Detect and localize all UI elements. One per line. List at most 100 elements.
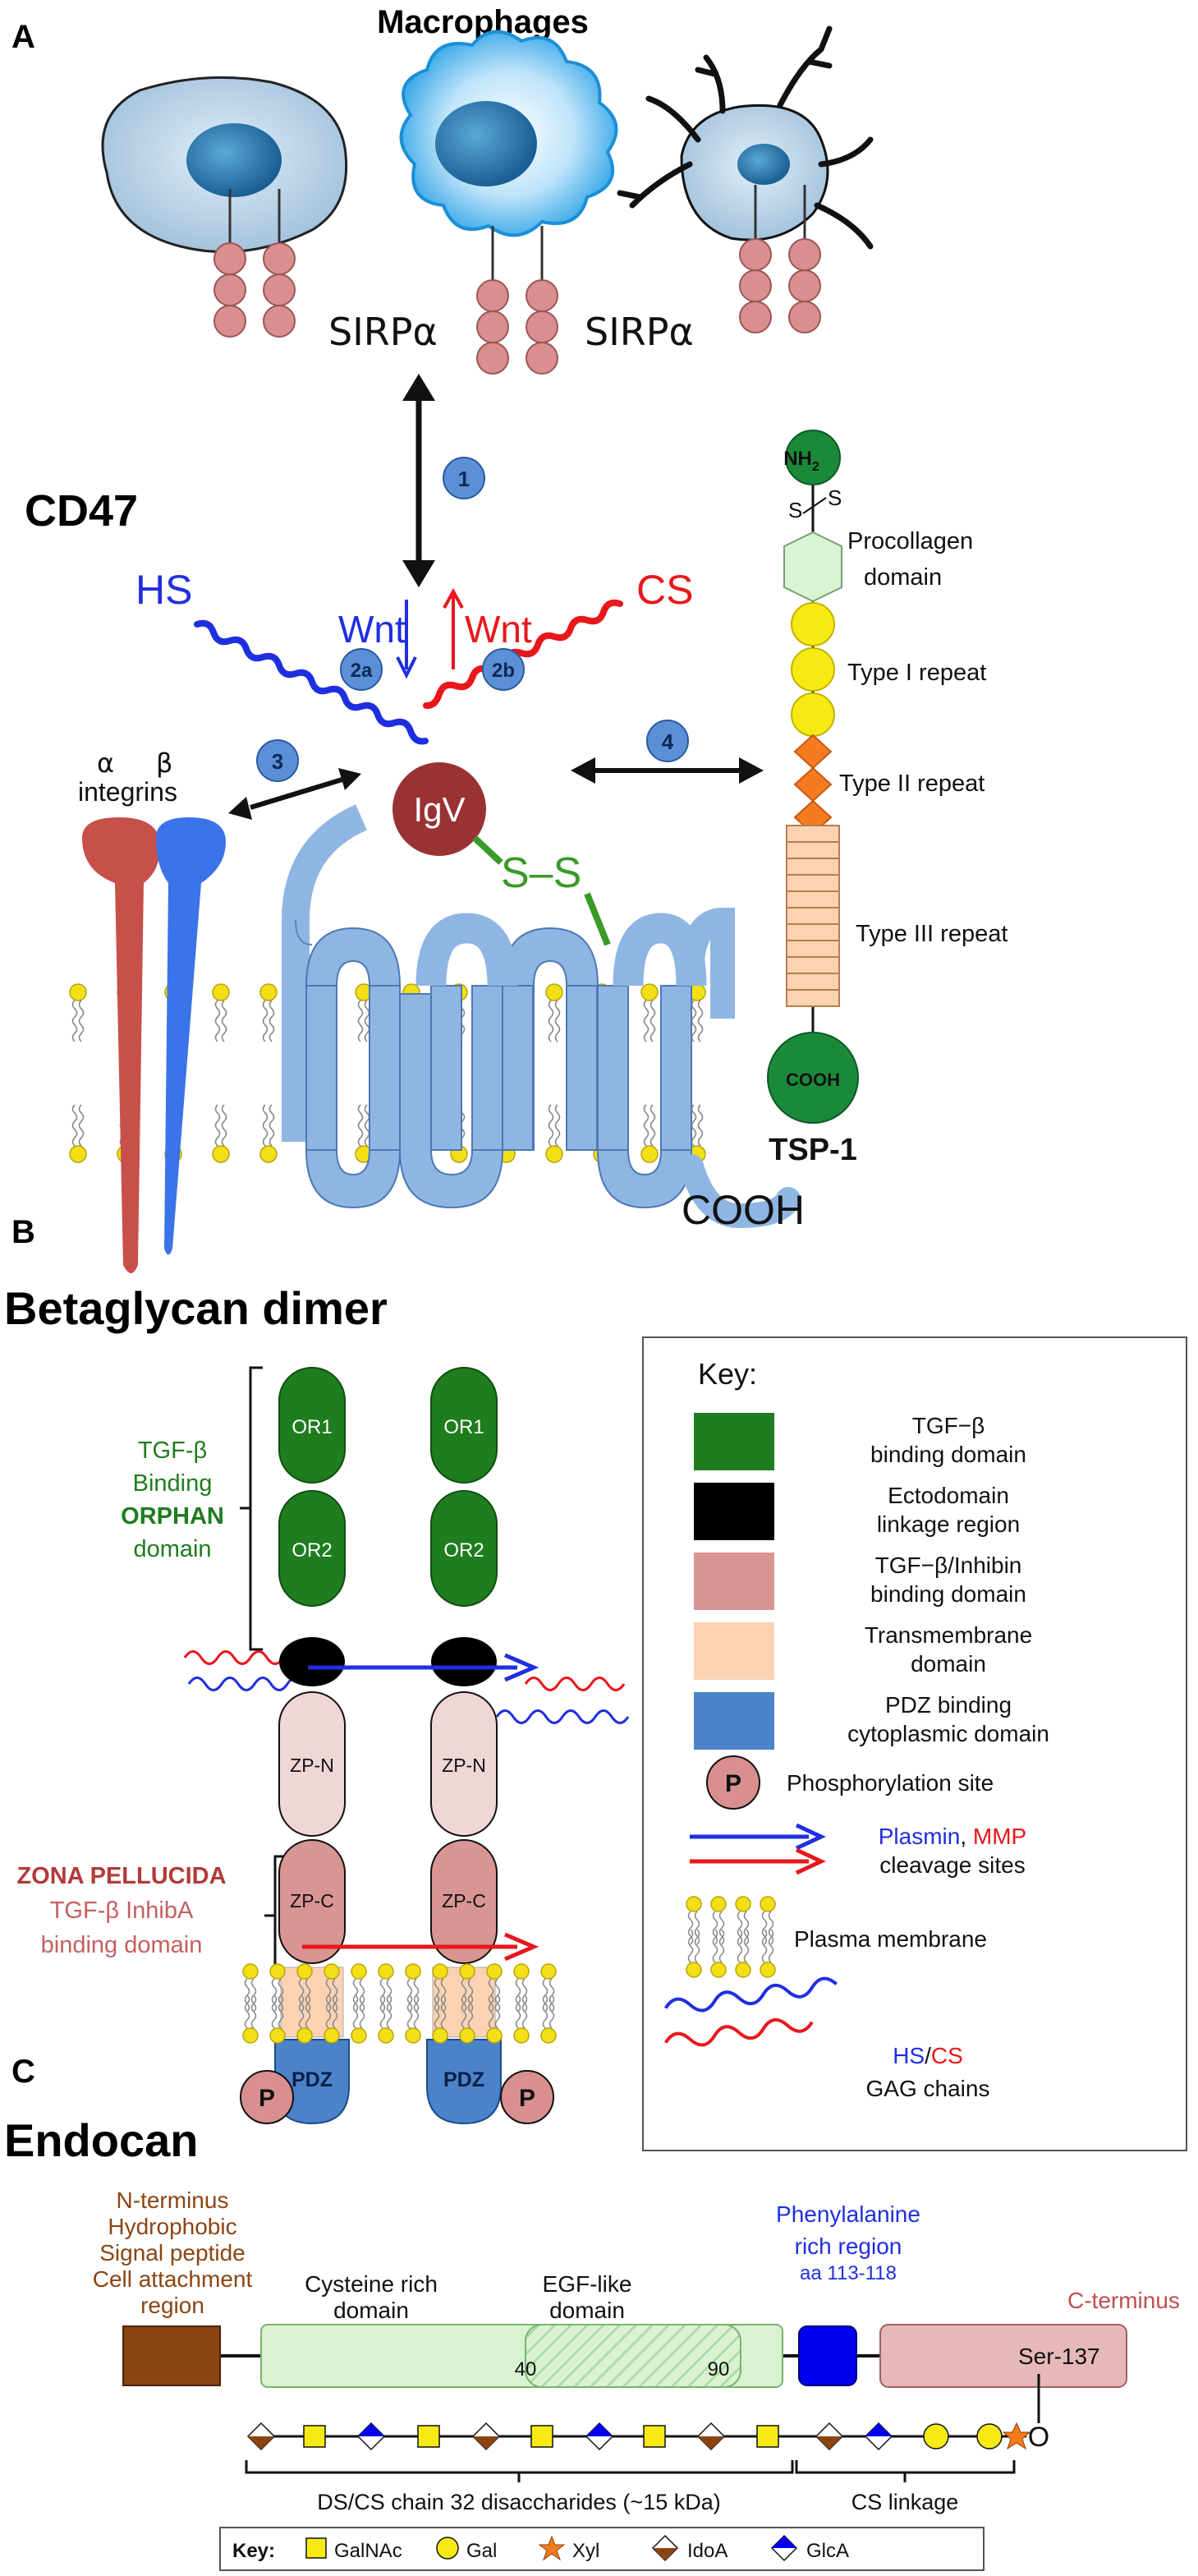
nterm-label-1: N-terminus — [117, 2187, 229, 2213]
svg-text:4: 4 — [662, 729, 674, 754]
domain-pdz-right: PDZ — [443, 2068, 484, 2091]
gal-residue — [923, 2423, 949, 2450]
domain-or1-right: OR1 — [443, 1416, 484, 1438]
panel-b-letter: B — [11, 1214, 35, 1250]
panel-c-letter: C — [11, 2054, 35, 2090]
lipid-head-outer — [259, 983, 278, 1042]
lipid-head-outer — [540, 1963, 557, 2012]
egf-like-domain — [525, 2324, 741, 2388]
egf-label-1: EGF-like — [543, 2271, 632, 2297]
domain-zpn-right: ZP-N — [442, 1755, 486, 1776]
step-badge-3: 3 — [256, 739, 299, 782]
key-xyl-icon — [538, 2535, 566, 2561]
lipid-head-inner — [513, 1994, 530, 2044]
svg-text:IgV: IgV — [413, 790, 465, 829]
key-swatch-pdz — [694, 1692, 774, 1750]
integrins-label: integrins — [78, 777, 177, 807]
lipid-head-inner — [405, 1994, 421, 2044]
key-xyl-label: Xyl — [572, 2540, 599, 2562]
key-swatch-tgf — [694, 1413, 774, 1470]
key-title-c: Key: — [232, 2540, 275, 2562]
orphan-label-1: TGF-β — [138, 1438, 207, 1464]
integrin-beta-label: β — [156, 748, 172, 779]
phospho-p-left: P — [259, 2085, 275, 2112]
glca-residue-fill — [358, 2423, 384, 2436]
betaglycan-monomer-right — [426, 1367, 554, 2125]
key-idoa-icon — [651, 2534, 679, 2562]
nterm-label-5: region — [140, 2293, 204, 2318]
lipid-head-inner — [378, 1994, 394, 2044]
betaglycan-hs-chain-left — [187, 1677, 305, 1691]
tsp1-protein — [767, 430, 859, 1124]
domain-zpc-right: ZP-C — [442, 1890, 486, 1911]
key-swatch-ecto — [694, 1483, 774, 1540]
lipid-head-inner — [540, 1994, 557, 2044]
key-galnac-icon — [305, 2537, 327, 2559]
key-title-b: Key: — [698, 1357, 757, 1391]
phospho-p-right: P — [519, 2085, 535, 2112]
nterm-label-3: Signal peptide — [99, 2240, 245, 2266]
key-inhibin-2: binding domain — [870, 1581, 1026, 1607]
plasmin-cleavage-arrow — [308, 1653, 539, 1682]
sirp-receptor-center-1 — [475, 224, 510, 375]
key-pdz-2: cytoplasmic domain — [847, 1721, 1049, 1746]
orphan-label-3: ORPHAN — [121, 1503, 224, 1530]
endocan-key-box — [219, 2527, 985, 2571]
tsp-type2-label: Type II repeat — [839, 770, 985, 797]
galnac-residue — [756, 2425, 779, 2448]
nterm-label-2: Hydrophobic — [108, 2214, 236, 2239]
integrin-beta — [156, 817, 226, 1255]
cs-gag-chain — [423, 599, 623, 710]
lipid-head-inner — [545, 1104, 563, 1163]
mmp-cleavage-arrow — [302, 1932, 539, 1962]
galnac-residue — [303, 2425, 326, 2448]
wnt-label-right: Wnt — [465, 608, 532, 651]
lipid-head-outer — [212, 983, 230, 1042]
svg-text:2a: 2a — [351, 660, 373, 682]
idoa-residue-fill — [248, 2436, 274, 2450]
key-membrane-label: Plasma membrane — [794, 1926, 987, 1952]
lipid-head-outer — [69, 983, 87, 1042]
wnt-label-left: Wnt — [338, 608, 406, 651]
galnac-residue — [417, 2425, 440, 2448]
cs-label: CS — [636, 567, 693, 613]
tsp-procollagen-label-2: domain — [864, 564, 942, 591]
nterm-domain — [122, 2325, 221, 2386]
galnac-residue — [643, 2425, 666, 2448]
key-gag-label: GAG chains — [866, 2076, 990, 2101]
key-cleavage-sites-line1: Plasmin, MMP — [879, 1824, 1026, 1849]
lipid-head-outer — [513, 1963, 530, 2012]
galnac-residue — [530, 2425, 553, 2448]
key-cleavage-label: cleavage sites — [879, 1852, 1025, 1878]
key-ecto-2: linkage region — [877, 1511, 1020, 1537]
key-inhibin-1: TGF−β/Inhibin — [875, 1552, 1022, 1578]
step-badge-2a: 2a — [340, 648, 383, 691]
cys-label-2: domain — [333, 2298, 409, 2323]
key-gal-icon — [436, 2537, 459, 2560]
domain-zpn-left: ZP-N — [290, 1755, 334, 1776]
svg-text:1: 1 — [458, 467, 470, 491]
tsp-s-label-1: S — [788, 498, 802, 522]
o-linkage-label: O — [1028, 2422, 1049, 2453]
key-phospho-symbol — [706, 1755, 760, 1810]
lipid-head-outer — [545, 983, 563, 1042]
panel-a-letter: A — [11, 19, 35, 55]
integrin-alpha-label: α — [97, 748, 114, 779]
key-pdz-1: PDZ binding — [885, 1692, 1012, 1718]
orphan-label-4: domain — [133, 1536, 211, 1562]
lipid-head-inner — [640, 1104, 659, 1163]
cd47-transmembrane-body — [282, 804, 801, 1229]
key-phospho-p: P — [725, 1770, 741, 1797]
key-tgf-1: TGF−β — [912, 1413, 985, 1438]
macrophage-left — [101, 76, 348, 254]
betaglycan-title: Betaglycan dimer — [4, 1282, 388, 1334]
hs-label: HS — [135, 567, 192, 613]
egf-label-2: domain — [549, 2298, 625, 2323]
cooh-label-cd47: COOH — [682, 1187, 805, 1233]
tsp-type3-label: Type III repeat — [856, 921, 1008, 947]
macrophage-center — [399, 30, 618, 237]
idoa-residue-fill — [816, 2436, 842, 2450]
phenylalanine-domain — [798, 2325, 857, 2386]
domain-or1-left: OR1 — [291, 1416, 332, 1438]
